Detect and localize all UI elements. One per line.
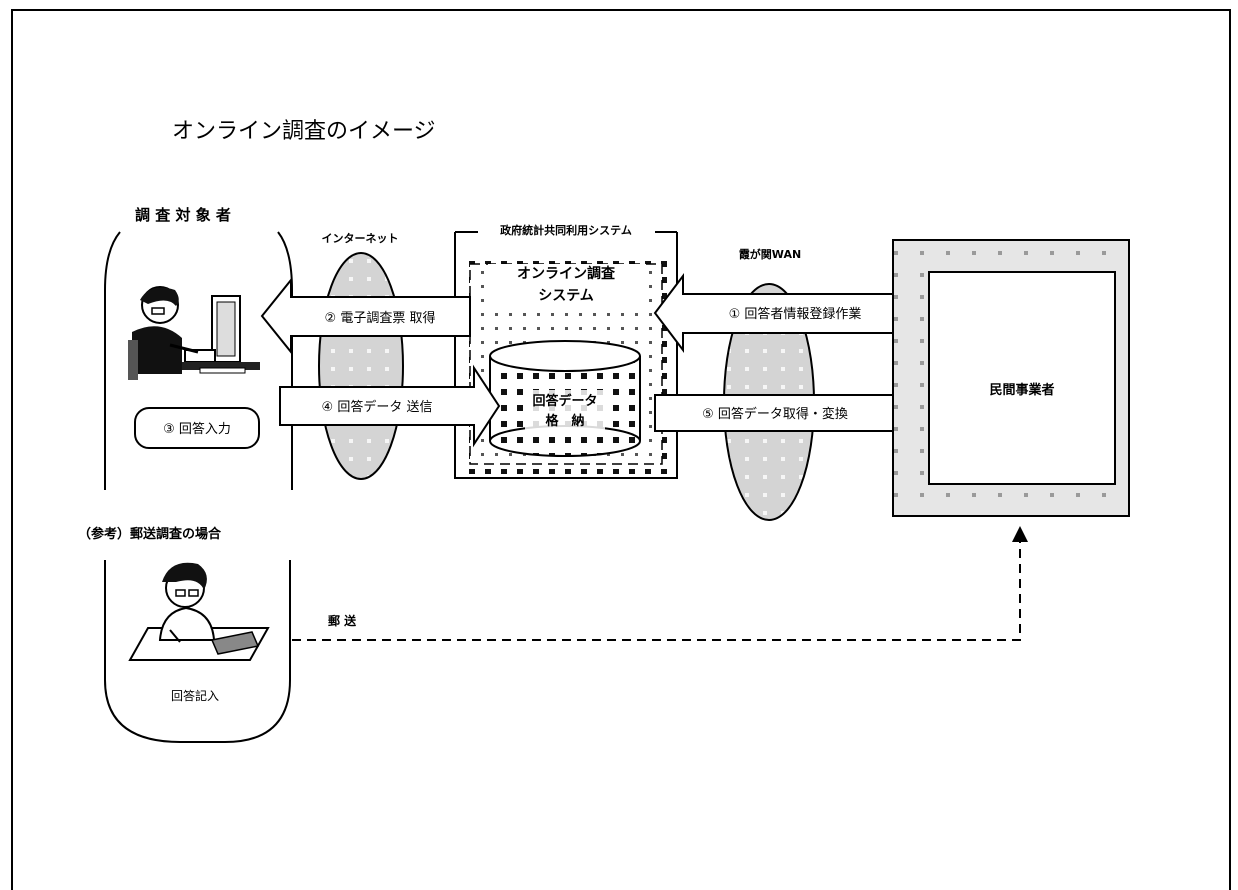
- contractor-label: 民間事業者: [989, 382, 1054, 398]
- respondent-heading: 調 査 対 象 者: [135, 206, 231, 224]
- step1-arrow: [653, 273, 912, 353]
- internet-label: インターネット: [322, 232, 399, 245]
- gov-system-label: 政府統計共同利用システム: [500, 223, 632, 237]
- step5-label: ⑤ 回答データ取得・変換: [702, 406, 848, 422]
- page-frame: [11, 9, 1231, 890]
- internet-cloud: [318, 252, 404, 480]
- step1-label: ① 回答者情報登録作業: [729, 306, 862, 322]
- storage-cylinder: [489, 340, 641, 457]
- online-system-label-1: オンライン調査: [517, 265, 616, 282]
- step4-label: ④ 回答データ 送信: [322, 399, 433, 415]
- postal-heading: （参考）郵送調査の場合: [78, 526, 222, 542]
- diagram-title: オンライン調査のイメージ: [172, 119, 436, 144]
- postal-route-label: 郵 送: [328, 613, 357, 628]
- storage-label-1: 回答データ: [532, 393, 597, 409]
- postal-step-label: 回答記入: [171, 688, 219, 703]
- storage-label-2: 格 納: [545, 413, 584, 429]
- wan-label: 霞が関WAN: [739, 247, 801, 261]
- contractor-box: [928, 271, 1116, 485]
- person-writing-icon: [128, 562, 270, 661]
- step4-arrow: [279, 364, 501, 448]
- step3-pill: [134, 407, 260, 449]
- step2-arrow: [260, 277, 471, 355]
- gov-system-frame: [454, 232, 678, 479]
- online-system-label-2: システム: [538, 288, 594, 304]
- step3-label: ③ 回答入力: [163, 421, 231, 437]
- postal-route-line: [292, 526, 1028, 641]
- step2-label: ② 電子調査票 取得: [325, 310, 436, 326]
- person-computer-icon: [128, 286, 260, 380]
- respondent-bracket: [104, 231, 293, 743]
